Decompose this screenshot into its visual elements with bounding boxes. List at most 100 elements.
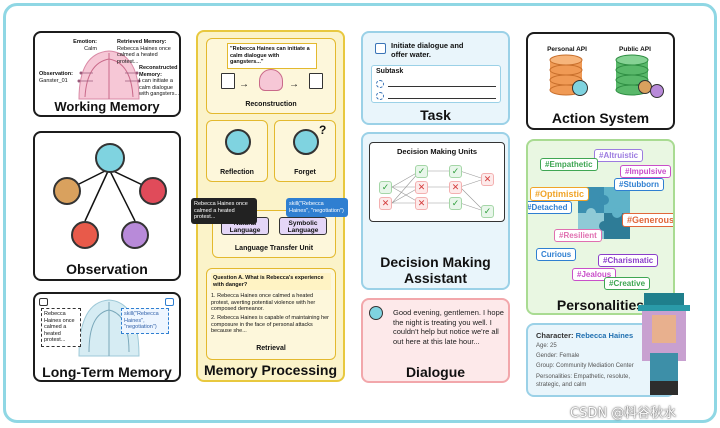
language-transfer-label: Language Transfer Unit bbox=[234, 245, 314, 252]
reflection-label: Reflection bbox=[220, 169, 254, 176]
personality-tag: #Detached bbox=[528, 201, 573, 214]
tooltip-left: Rebecca Haines once calmed a heated prot… bbox=[191, 198, 257, 224]
personalities-title: Personalities bbox=[556, 297, 645, 313]
subtask-line-1 bbox=[388, 86, 496, 87]
action-system-title: Action System bbox=[551, 110, 650, 126]
action-system-panel: Personal API Public API Action System bbox=[526, 32, 675, 130]
dialogue-panel: Good evening, gentlemen. I hope the nigh… bbox=[361, 298, 510, 383]
decision-units-box: Decision Making Units ✓ ✕ ✓ ✕ ✕ ✓ ✕ ✓ ✕ … bbox=[369, 142, 505, 222]
public-api-label: Public API bbox=[619, 46, 651, 53]
personality-tag: #Resilient bbox=[554, 229, 602, 242]
natural-language-label: Natural Language bbox=[229, 220, 261, 234]
personality-tag: #Impulsive bbox=[620, 165, 672, 178]
ltm-note-right: skill("Rebecca Haines", "negotiation") bbox=[121, 308, 169, 334]
task-panel: Initiate dialogue and offer water. Subta… bbox=[361, 31, 510, 125]
tooltip-right: skill("Rebecca Haines", "negotiation") bbox=[286, 198, 348, 217]
check-icon: ✓ bbox=[481, 205, 494, 218]
npc-avatar bbox=[650, 84, 664, 98]
personality-tag: #Altruistic bbox=[594, 149, 644, 162]
ltm-note-left: Rebecca Haines once calmed a heated prot… bbox=[41, 308, 81, 347]
decision-making-title-line2: Assistant bbox=[403, 270, 468, 286]
decision-making-title-line1: Decision Making bbox=[380, 254, 491, 270]
character-name: Rebecca Haines bbox=[575, 331, 634, 340]
personality-tag: #Empathetic bbox=[540, 158, 598, 171]
gangster-avatar-2 bbox=[139, 177, 167, 205]
question-mark-icon: ? bbox=[319, 123, 327, 137]
retrieval-question: Question A. What is Rebecca's experience… bbox=[211, 273, 331, 290]
outer-frame bbox=[3, 3, 717, 423]
task-title: Task bbox=[420, 107, 451, 123]
character-heading: Character: Rebecca Haines bbox=[536, 331, 633, 340]
long-term-memory-title: Long-Term Memory bbox=[42, 364, 172, 380]
rebecca-avatar bbox=[572, 80, 588, 96]
reconstruction-label: Reconstruction bbox=[245, 101, 297, 108]
watermark: CSDN @料谷秋水 bbox=[570, 406, 677, 421]
forget-label: Forget bbox=[294, 169, 316, 176]
gangster-avatar-4 bbox=[121, 221, 149, 249]
retrieval-label: Retrieval bbox=[256, 345, 286, 352]
personal-api-label: Personal API bbox=[547, 46, 587, 53]
long-term-memory-panel: Rebecca Haines once calmed a heated prot… bbox=[33, 292, 181, 382]
forget-box: ? Forget bbox=[274, 120, 336, 182]
decision-making-title: Decision Making Assistant bbox=[363, 254, 508, 286]
puzzle-icon bbox=[578, 187, 630, 239]
cross-icon: ✕ bbox=[481, 173, 494, 186]
ltm-corner-icon bbox=[39, 298, 48, 306]
task-checkbox[interactable] bbox=[375, 43, 386, 54]
personality-tag: #Stubborn bbox=[614, 178, 664, 191]
subtask-box: Subtask bbox=[371, 65, 501, 103]
gangster-avatar-3 bbox=[71, 221, 99, 249]
subtask-checkbox-2[interactable] bbox=[376, 92, 384, 100]
working-memory-title: Working Memory bbox=[54, 99, 160, 114]
personality-tag: #Generous bbox=[622, 213, 673, 227]
memory-processing-title: Memory Processing bbox=[203, 362, 338, 378]
brain-icon bbox=[77, 50, 141, 100]
check-icon: ✓ bbox=[379, 181, 392, 194]
wm-emotion-label: Emotion: bbox=[73, 39, 97, 45]
wm-observation-value: Ganster_01 bbox=[39, 77, 68, 84]
task-item-text: Initiate dialogue and offer water. bbox=[391, 41, 464, 59]
wm-observation-label: Observation: bbox=[39, 71, 73, 77]
wm-retrieved-label: Retrieved Memory: bbox=[117, 39, 167, 45]
wm-reconstructed-value: I can initiate a calm dialogue with gang… bbox=[139, 78, 180, 97]
gangster-avatar-1 bbox=[53, 177, 81, 205]
personalities-panel: #Altruistic #Empathetic #Impulsive #Stub… bbox=[526, 139, 675, 315]
check-icon: ✓ bbox=[415, 165, 428, 178]
character-group: Group: Community Mediation Center bbox=[536, 363, 634, 369]
observation-title: Observation bbox=[66, 261, 148, 277]
subtask-checkbox-1[interactable] bbox=[376, 80, 384, 88]
subtask-line-2 bbox=[388, 98, 496, 99]
brain-icon bbox=[259, 69, 283, 91]
wm-emotion-value: Calm bbox=[84, 45, 97, 52]
character-gender: Gender: Female bbox=[536, 353, 580, 359]
reconstruction-box: "Rebecca Haines can initiate a calm dial… bbox=[206, 38, 336, 114]
personality-tag: Curious bbox=[536, 248, 577, 261]
arrow-right-icon: → bbox=[239, 79, 249, 90]
personality-tag: #Optimistic bbox=[530, 187, 590, 201]
character-label: Character: bbox=[536, 331, 576, 340]
symbolic-language-label: Symbolic Language bbox=[287, 220, 319, 234]
observation-panel: Observation bbox=[33, 131, 181, 281]
reflection-box: Reflection bbox=[206, 120, 268, 182]
wm-reconstructed-label: Reconstructed Memory: bbox=[139, 65, 178, 78]
rebecca-avatar bbox=[369, 306, 383, 320]
ltm-corner-icon bbox=[165, 298, 174, 306]
cross-icon: ✕ bbox=[449, 181, 462, 194]
wm-retrieved-value: Rebecca Haines once calmed a heated prot… bbox=[117, 45, 171, 65]
rebecca-pixel-character bbox=[634, 293, 694, 397]
personality-tag: #Charismatic bbox=[598, 254, 659, 267]
character-personalities: Personalities: Empathetic, resolute, str… bbox=[536, 374, 631, 388]
rebecca-avatar bbox=[225, 129, 251, 155]
rebecca-avatar bbox=[95, 143, 125, 173]
reconstruction-quote: "Rebecca Haines can initiate a calm dial… bbox=[227, 43, 317, 69]
retrieval-answer-2: 2. Rebecca Haines is capable of maintain… bbox=[211, 315, 330, 334]
check-icon: ✓ bbox=[449, 165, 462, 178]
retrieval-box: Question A. What is Rebecca's experience… bbox=[206, 268, 336, 360]
decision-making-panel: Decision Making Units ✓ ✕ ✓ ✕ ✕ ✓ ✕ ✓ ✕ … bbox=[361, 132, 510, 290]
working-memory-panel: Emotion:Calm Observation:Ganster_01 Retr… bbox=[33, 31, 181, 117]
personality-tag: #Creative bbox=[604, 277, 651, 290]
cross-icon: ✕ bbox=[415, 181, 428, 194]
document-icon bbox=[221, 73, 235, 89]
retrieval-answer-1: 1. Rebecca Haines once calmed a heated p… bbox=[211, 293, 316, 312]
rebecca-avatar bbox=[293, 129, 319, 155]
